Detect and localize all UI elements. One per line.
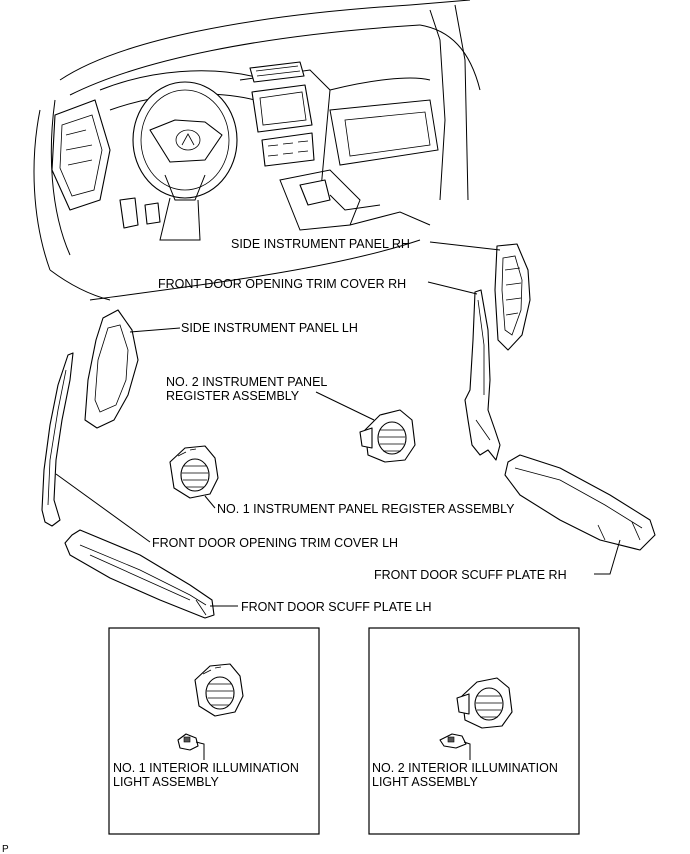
dashboard-illustration [33, 0, 481, 301]
label-no2-illumination-line1: NO. 2 INTERIOR ILLUMINATION [372, 761, 558, 775]
side-instrument-panel-rh [494, 243, 531, 351]
front-door-scuff-plate-lh [64, 529, 215, 619]
label-front-door-trim-cover-lh: FRONT DOOR OPENING TRIM COVER LH [152, 536, 398, 550]
no2-instrument-panel-register [359, 409, 416, 463]
front-door-scuff-plate-rh [504, 454, 656, 551]
label-side-instrument-panel-lh: SIDE INSTRUMENT PANEL LH [181, 321, 358, 335]
label-front-door-scuff-plate-lh: FRONT DOOR SCUFF PLATE LH [241, 600, 432, 614]
label-front-door-trim-cover-rh: FRONT DOOR OPENING TRIM COVER RH [158, 277, 406, 291]
front-door-trim-cover-lh [41, 352, 74, 527]
inset-box-no2-illumination: NO. 2 INTERIOR ILLUMINATION LIGHT ASSEMB… [368, 627, 580, 835]
leader-lines [55, 241, 621, 607]
side-instrument-panel-lh [84, 309, 139, 429]
corner-code: P [2, 844, 9, 854]
label-no2-register-line2: REGISTER ASSEMBLY [166, 389, 300, 403]
label-no1-illumination-line1: NO. 1 INTERIOR ILLUMINATION [113, 761, 299, 775]
label-no1-register: NO. 1 INSTRUMENT PANEL REGISTER ASSEMBLY [217, 502, 515, 516]
label-no2-illumination-line2: LIGHT ASSEMBLY [372, 775, 478, 789]
inset-box-no1-illumination: NO. 1 INTERIOR ILLUMINATION LIGHT ASSEMB… [108, 627, 320, 835]
label-side-instrument-panel-rh: SIDE INSTRUMENT PANEL RH [231, 237, 410, 251]
no1-instrument-panel-register [169, 445, 219, 499]
front-door-trim-cover-rh [464, 289, 501, 461]
label-front-door-scuff-plate-rh: FRONT DOOR SCUFF PLATE RH [374, 568, 567, 582]
label-no2-register-line1: NO. 2 INSTRUMENT PANEL [166, 375, 327, 389]
label-no1-illumination-line2: LIGHT ASSEMBLY [113, 775, 219, 789]
